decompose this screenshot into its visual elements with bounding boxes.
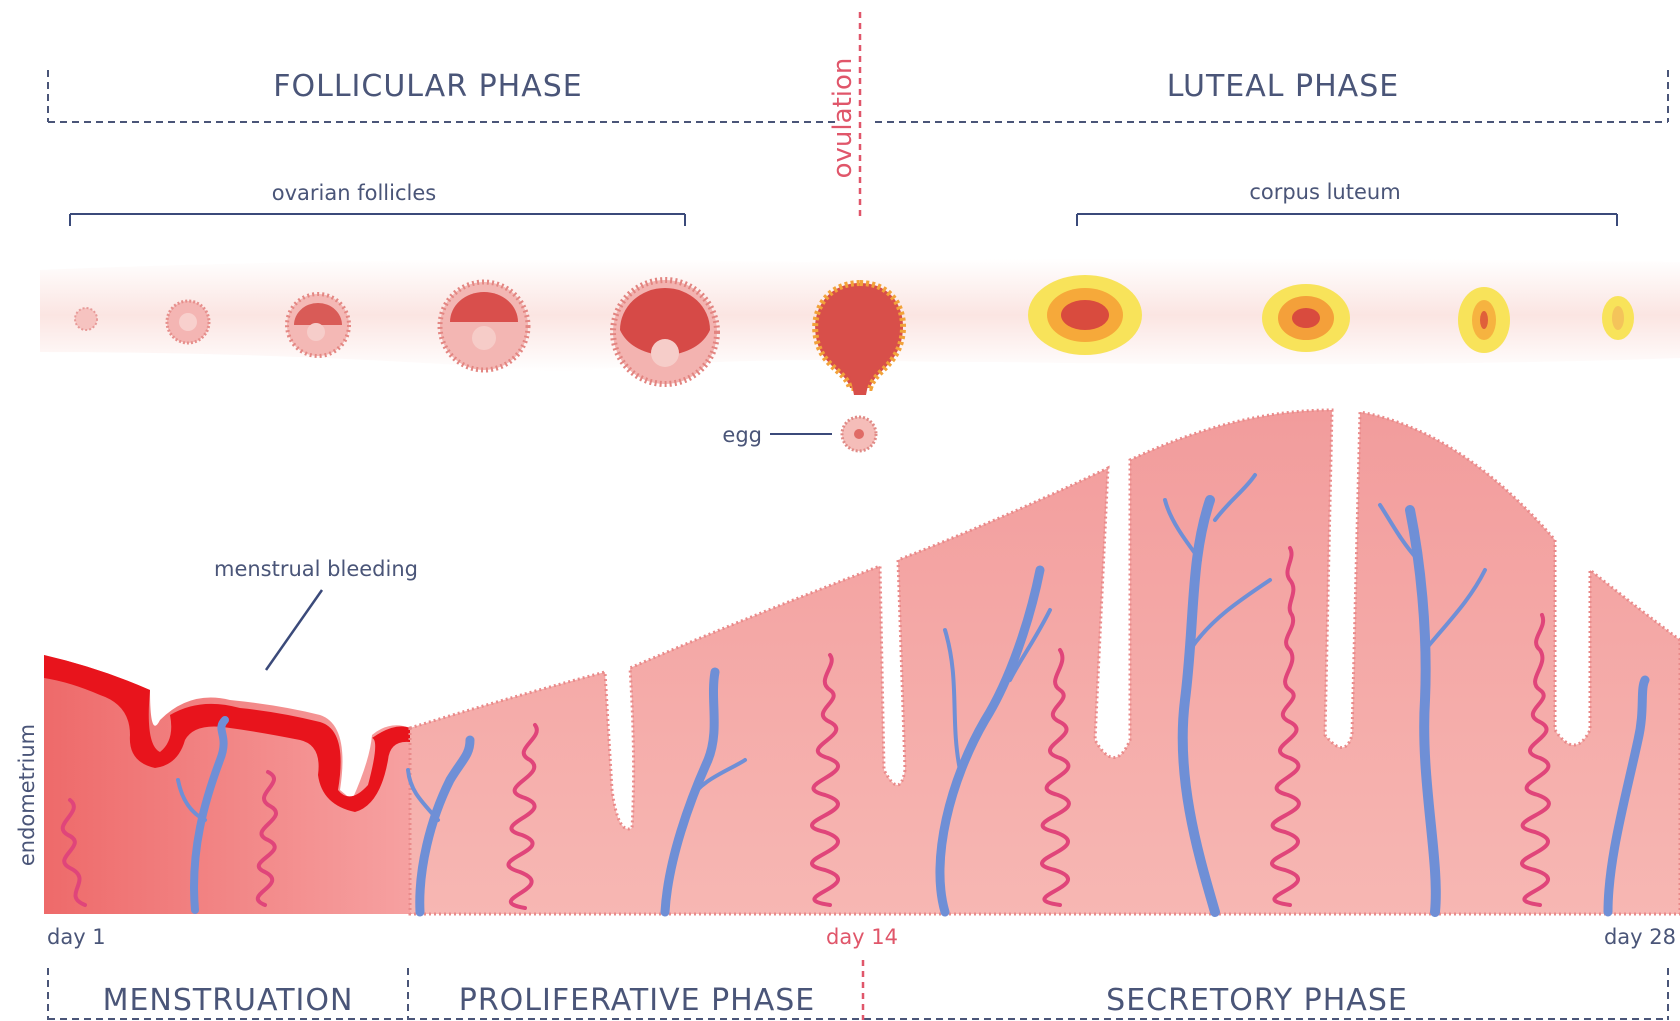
follicle-2: [167, 301, 209, 343]
menstrual-bleeding-label: menstrual bleeding: [214, 557, 418, 581]
endometrium-label: endometrium: [15, 724, 39, 866]
secretory-phase-label: SECRETORY PHASE: [1106, 983, 1408, 1018]
day-1-label: day 1: [47, 925, 106, 949]
ovulating-follicle: [815, 283, 903, 395]
ovulation-label: ovulation: [828, 58, 858, 179]
corpus-luteum-4: [1602, 296, 1634, 340]
ovarian-follicles-label: ovarian follicles: [272, 181, 436, 205]
corpus-luteum-bracket: [1077, 214, 1617, 226]
endometrium-tissue: [410, 410, 1680, 914]
follicle-1: [75, 308, 97, 330]
day-28-label: day 28: [1604, 925, 1676, 949]
proliferative-phase-label: PROLIFERATIVE PHASE: [459, 983, 816, 1018]
follicle-3: [287, 294, 349, 356]
follicular-phase-label: FOLLICULAR PHASE: [273, 69, 583, 104]
bleeding-pointer: [266, 590, 322, 670]
egg: [770, 417, 876, 451]
day-14-label: day 14: [826, 925, 898, 949]
follicle-5: [613, 280, 717, 384]
follicle-4: [440, 282, 528, 370]
menstruation-label: MENSTRUATION: [103, 983, 354, 1018]
follicles-bracket: [70, 214, 685, 226]
corpus-luteum-2: [1262, 284, 1350, 352]
corpus-luteum-label: corpus luteum: [1249, 180, 1400, 204]
egg-label: egg: [722, 423, 762, 447]
corpus-luteum-1: [1028, 275, 1142, 355]
corpus-luteum-3: [1458, 287, 1510, 353]
luteal-phase-label: LUTEAL PHASE: [1167, 69, 1399, 104]
